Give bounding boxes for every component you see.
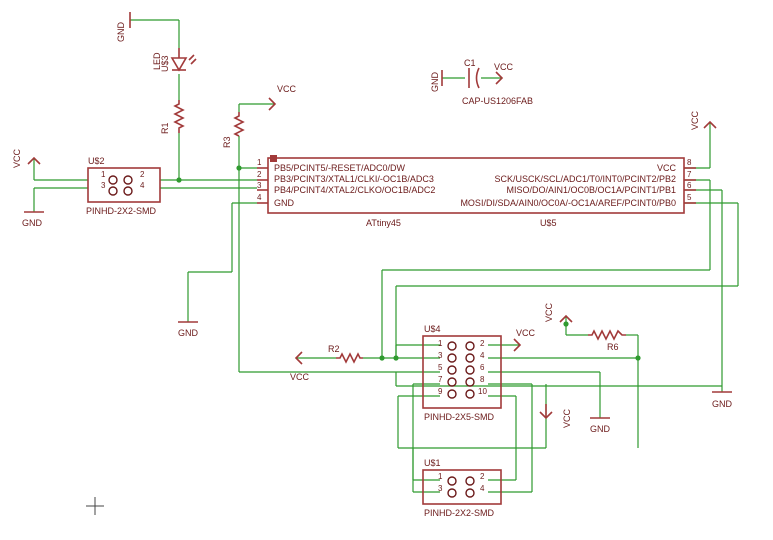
gnd-label: GND <box>712 399 733 409</box>
header-u4-name: U$4 <box>424 324 441 334</box>
led-u3: LED U$3 <box>152 48 197 72</box>
header-u4-pin-2: 2 <box>480 339 485 348</box>
chip-pin-num-8: 8 <box>687 158 692 167</box>
header-u4-pin-3: 3 <box>438 351 443 360</box>
capacitor-c1-value: CAP-US1206FAB <box>462 96 533 106</box>
wires <box>33 19 739 493</box>
chip-pin-num-1: 1 <box>257 158 262 167</box>
header-u2-value: PINHD-2X2-SMD <box>86 206 157 216</box>
header-u1-pin-4: 4 <box>480 484 485 493</box>
chip-pin-num-7: 7 <box>687 170 692 179</box>
gnd-symbol: GND <box>178 321 199 338</box>
header-u2: U$2 PINHD-2X2-SMD 1 3 2 4 <box>86 156 161 216</box>
chip-value: ATtiny45 <box>366 218 401 228</box>
chip-pin-num-5: 5 <box>687 193 692 202</box>
resistor-r1-label: R1 <box>160 122 170 134</box>
chip-pin-label-1: PB5/PCINT5/-RESET/ADC0/DW <box>274 163 406 173</box>
header-u4-pin-7: 7 <box>438 375 443 384</box>
header-u4-pin-8: 8 <box>480 375 485 384</box>
vcc-label: VCC <box>516 328 536 338</box>
chip-pin-label-6: MISO/DO/AIN1/OC0B/OC1A/PCINT1/PB1 <box>506 185 676 195</box>
gnd-symbol: GND <box>590 417 611 434</box>
chip-pin-num-2: 2 <box>257 170 262 179</box>
header-u4-pin-5: 5 <box>438 363 443 372</box>
gnd-label: GND <box>116 22 126 43</box>
header-u4-value: PINHD-2X5-SMD <box>424 412 495 422</box>
led-name: U$3 <box>160 55 170 72</box>
junctions <box>176 165 641 361</box>
origin-cross <box>86 497 104 515</box>
vcc-symbol: VCC <box>513 328 536 352</box>
vcc-symbol: VCC <box>268 84 297 111</box>
chip-name: U$5 <box>540 218 557 228</box>
chip-pin-label-5: MOSI/DI/SDA/AIN0/OC0A/-OC1A/AREF/PCINT0/… <box>460 198 676 208</box>
chip-pin-label-7: SCK/USCK/SCL/ADC1/T0/INT0/PCINT2/PB2 <box>494 174 676 184</box>
header-u1: U$1 PINHD-2X2-SMD 1 3 2 4 <box>422 458 502 518</box>
vcc-label: VCC <box>562 408 572 428</box>
header-u1-pin-2: 2 <box>480 472 485 481</box>
header-u1-pin-3: 3 <box>438 484 443 493</box>
resistor-r2-label: R2 <box>328 344 340 354</box>
header-u2-pin-1: 1 <box>101 170 106 179</box>
header-u2-pin-4: 4 <box>140 181 145 190</box>
vcc-symbol: VCC <box>690 110 717 130</box>
header-u4-pin-9: 9 <box>438 387 443 396</box>
resistor-r2: R2 <box>328 344 363 364</box>
chip-pin-label-2: PB3/PCINT3/XTAL1/CLKI/-OC1B/ADC3 <box>274 174 434 184</box>
resistor-r6-label: R6 <box>607 342 619 352</box>
chip-pin-num-3: 3 <box>257 181 262 190</box>
gnd-label: GND <box>178 328 199 338</box>
chip-pin-label-3: PB4/PCINT4/XTAL2/CLKO/OC1B/ADC2 <box>274 185 435 195</box>
resistor-r3: R3 <box>222 112 245 148</box>
chip-pin-num-6: 6 <box>687 181 692 190</box>
resistor-r6: R6 <box>588 329 626 352</box>
vcc-label: VCC <box>690 110 700 130</box>
header-u4-pin-1: 1 <box>438 339 443 348</box>
chip-pin-num-4: 4 <box>257 193 262 202</box>
header-u2-name: U$2 <box>88 156 105 166</box>
vcc-label: VCC <box>12 148 22 168</box>
header-u4-pin-4: 4 <box>480 351 485 360</box>
gnd-label: GND <box>590 424 611 434</box>
vcc-symbol: VCC <box>12 148 41 168</box>
resistor-r1: R1 <box>160 100 185 134</box>
header-u4-pin-10: 10 <box>478 387 487 396</box>
header-u1-value: PINHD-2X2-SMD <box>424 508 495 518</box>
gnd-symbol: GND <box>22 211 44 228</box>
vcc-symbol: VCC <box>539 404 572 428</box>
header-u4-pin-6: 6 <box>480 363 485 372</box>
gnd-symbol: GND <box>712 391 733 409</box>
vcc-label: VCC <box>494 62 514 72</box>
chip-pin-label-4: GND <box>274 198 295 208</box>
vcc-label: VCC <box>544 302 554 322</box>
gnd-label: GND <box>22 218 43 228</box>
vcc-symbol: VCC <box>290 351 310 382</box>
vcc-symbol: VCC <box>544 302 573 323</box>
resistor-r3-label: R3 <box>222 136 232 148</box>
chip-pin-label-8: VCC <box>657 163 677 173</box>
header-u1-name: U$1 <box>424 458 441 468</box>
vcc-label: VCC <box>277 84 297 94</box>
header-u2-pin-2: 2 <box>140 170 145 179</box>
vcc-label: VCC <box>290 372 310 382</box>
capacitor-c1-label: C1 <box>464 58 476 68</box>
attiny45-chip: 1 2 3 4 PB5/PCINT5/-RESET/ADC0/DW PB3/PC… <box>257 155 696 228</box>
header-u2-pin-3: 3 <box>101 181 106 190</box>
vcc-symbol: VCC <box>494 62 514 85</box>
led-value: LED <box>152 52 162 70</box>
gnd-symbol: GND <box>430 70 443 93</box>
header-u1-pin-1: 1 <box>438 472 443 481</box>
gnd-symbol: GND <box>116 12 131 43</box>
gnd-label: GND <box>430 72 440 93</box>
header-u4: U$4 PINHD-2X5-SMD 1 3 5 7 9 2 4 6 8 10 <box>422 324 502 422</box>
capacitor-c1: C1 CAP-US1206FAB <box>462 58 533 106</box>
